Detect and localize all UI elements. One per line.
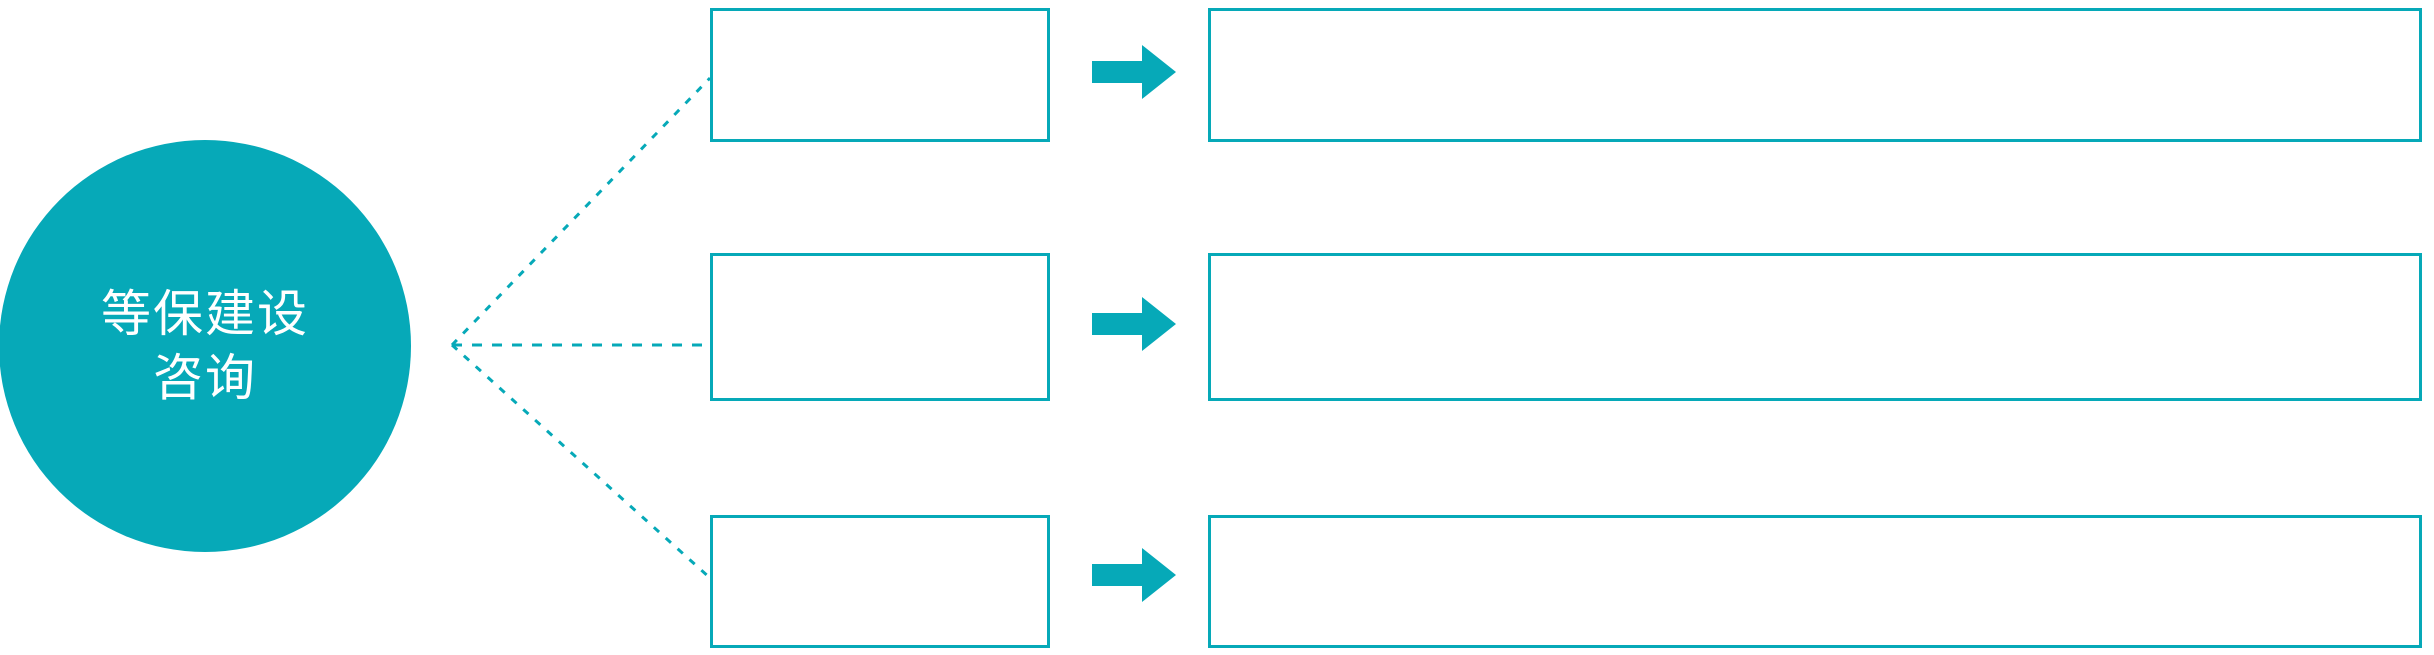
arrow-right-icon [1092, 297, 1176, 351]
detail-box[interactable] [1208, 8, 2422, 142]
arrow-right-icon [1092, 548, 1176, 602]
stage-box[interactable] [710, 8, 1050, 142]
stage-box[interactable] [710, 253, 1050, 401]
connector-line-top [450, 76, 712, 347]
hub-title-line-2: 咨询 [153, 350, 257, 406]
hub-circle[interactable]: 等保建设 咨询 [0, 140, 411, 552]
detail-box[interactable] [1208, 515, 2422, 648]
stage-box[interactable] [710, 515, 1050, 648]
arrow-right-icon [1092, 45, 1176, 99]
hub-title-line-1: 等保建设 [101, 286, 309, 342]
connector-line-bottom [450, 343, 712, 580]
detail-box[interactable] [1208, 253, 2422, 401]
